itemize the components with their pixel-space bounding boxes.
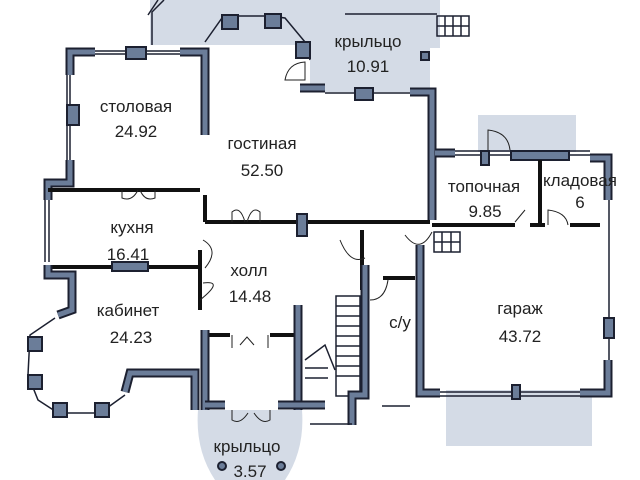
room-living-area: 52.50 <box>241 161 284 180</box>
walls <box>27 13 615 471</box>
room-garage-name: гараж <box>497 299 543 318</box>
porch-steps <box>147 0 470 61</box>
room-porch-bottom-name: крыльцо <box>214 437 281 456</box>
room-kitchen-area: 16.41 <box>107 245 150 264</box>
staircase <box>304 295 361 397</box>
room-wc-name: с/у <box>389 313 411 332</box>
room-garage-area: 43.72 <box>499 327 542 346</box>
room-labels: крыльцо 10.91 столовая 24.92 гостиная 52… <box>97 32 617 480</box>
boiler-porch-area <box>478 115 576 152</box>
room-study-area: 24.23 <box>110 328 153 347</box>
room-porch-top-name: крыльцо <box>335 32 402 51</box>
room-kitchen-name: кухня <box>110 218 153 237</box>
room-study-name: кабинет <box>97 301 160 320</box>
room-pantry-area: 6 <box>575 193 584 212</box>
room-hall-area: 14.48 <box>229 287 272 306</box>
room-pantry-name: кладовая <box>543 171 617 190</box>
room-boiler-area: 9.85 <box>468 202 501 221</box>
room-porch-bottom-area: 3.57 <box>233 462 266 480</box>
room-boiler-name: топочная <box>448 177 520 196</box>
room-living-name: гостиная <box>227 134 296 153</box>
room-hall-name: холл <box>230 261 267 280</box>
garage-steps <box>433 231 461 253</box>
room-dining-area: 24.92 <box>115 122 158 141</box>
room-dining-name: столовая <box>100 97 172 116</box>
room-porch-top-area: 10.91 <box>347 57 390 76</box>
